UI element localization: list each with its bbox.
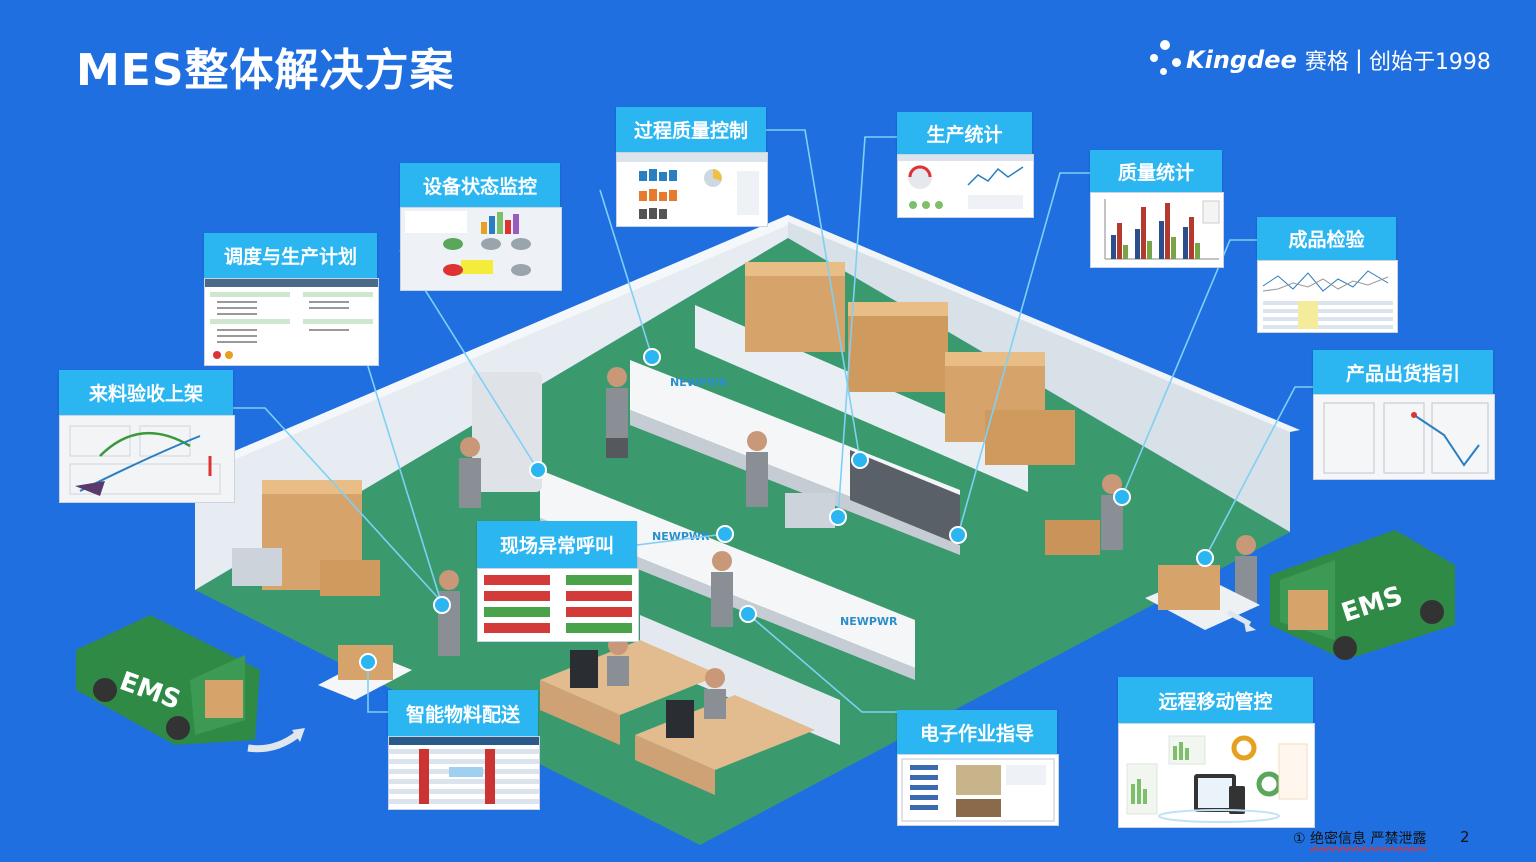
thumb-exception-call: [477, 568, 639, 642]
assembly-line-upper: NEWPWR: [630, 360, 960, 555]
kingdee-logo: Kingdee 赛格 | 创始于1998: [1150, 38, 1491, 82]
label-equipment-monitor: 设备状态监控: [400, 163, 560, 208]
truck-right: EMS: [1270, 530, 1455, 660]
thumb-material-delivery: [388, 736, 540, 810]
confidential-note: ① 绝密信息 严禁泄露: [1293, 828, 1426, 848]
label-quality-stats: 质量统计: [1090, 150, 1222, 192]
machine-brand-3: NEWPWR: [840, 615, 898, 628]
logo-brand: Kingdee: [1186, 46, 1297, 74]
machine-brand-2: NEWPWR: [652, 530, 710, 543]
label-process-quality: 过程质量控制: [616, 107, 766, 152]
label-shipping-guide: 产品出货指引: [1313, 350, 1493, 394]
label-scheduling: 调度与生产计划: [204, 233, 377, 278]
confidential-icon: ①: [1293, 831, 1306, 847]
callout-dots: [359, 348, 1214, 671]
workers: [438, 367, 1257, 719]
thumb-scheduling: [204, 278, 379, 366]
kingdee-dots-icon: [1150, 38, 1184, 82]
thumb-equipment-monitor: [400, 207, 562, 291]
machine-brand-1: NEWPWR: [670, 376, 728, 389]
label-incoming-inspection: 来料验收上架: [59, 370, 233, 415]
label-material-delivery: 智能物料配送: [388, 690, 538, 736]
thumb-electronic-sop: [897, 754, 1059, 826]
label-electronic-sop: 电子作业指导: [897, 710, 1057, 754]
page-number: 2: [1460, 828, 1470, 846]
thumb-remote-mobile: [1118, 723, 1315, 828]
callout-lines: [232, 129, 1313, 713]
page-title: MES整体解决方案: [76, 45, 455, 96]
thumb-production-stats: [897, 154, 1034, 218]
thumb-shipping-guide: [1313, 394, 1495, 480]
confidential-text: 绝密信息 严禁泄露: [1310, 831, 1427, 847]
thumb-quality-stats: [1090, 192, 1224, 268]
box-stack-back: [745, 262, 1075, 465]
thumb-product-inspection: [1257, 260, 1398, 333]
label-product-inspection: 成品检验: [1257, 217, 1396, 260]
label-production-stats: 生产统计: [897, 112, 1032, 154]
truck-left: EMS: [76, 615, 260, 745]
thumb-process-quality: [616, 152, 768, 227]
label-exception-call: 现场异常呼叫: [477, 521, 637, 568]
logo-cn: 赛格: [1304, 50, 1349, 75]
label-remote-mobile: 远程移动管控: [1118, 677, 1313, 723]
logo-tagline: 创始于1998: [1368, 50, 1491, 75]
thumb-incoming-inspection: [59, 415, 235, 503]
